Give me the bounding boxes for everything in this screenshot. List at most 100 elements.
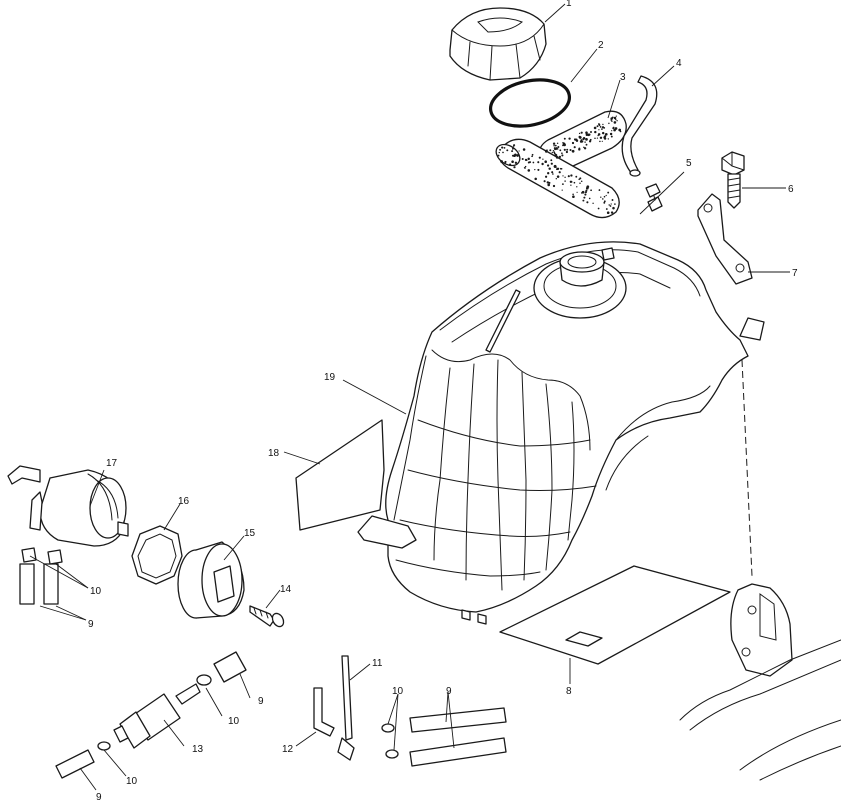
foam-texture [497, 115, 622, 214]
foam-speck [584, 193, 587, 196]
vent-check-valve [645, 183, 663, 212]
foam-speck [527, 157, 530, 161]
foam-speck [605, 194, 607, 197]
foam-speck [601, 128, 603, 130]
foam-speck [584, 191, 587, 194]
foam-speck [576, 191, 578, 193]
foam-speck [592, 202, 594, 205]
callout-9-left: 9 [88, 619, 94, 630]
callout-18: 18 [268, 448, 280, 459]
fuel-tank [357, 241, 765, 625]
foam-speck [613, 116, 617, 120]
foam-speck [506, 149, 509, 152]
foam-speck [603, 200, 606, 203]
foam-speck [578, 178, 580, 181]
foam-speck [611, 130, 613, 132]
foam-speck [599, 126, 602, 128]
foam-speck [572, 195, 575, 198]
foam-speck [553, 164, 557, 168]
foam-speck [511, 154, 514, 157]
foam-speck [553, 152, 556, 154]
foam-speck [518, 150, 520, 152]
foam-speck [578, 147, 581, 150]
callout-10-bottom: 10 [126, 776, 138, 787]
foam-speck [582, 199, 585, 202]
foam-speck [571, 149, 575, 153]
foam-speck [583, 147, 587, 150]
foam-speck [532, 161, 535, 164]
foam-speck [559, 167, 562, 170]
callout-5: 5 [686, 158, 692, 169]
foam-speck [501, 146, 504, 149]
foam-speck [504, 162, 506, 164]
foam-speck [605, 208, 608, 210]
foam-speck [557, 146, 560, 148]
foam-speck [521, 157, 524, 161]
foam-speck [538, 156, 541, 159]
foam-speck [541, 162, 544, 166]
foam-speck [524, 165, 527, 168]
foam-speck [598, 129, 600, 131]
foam-speck [598, 189, 601, 191]
mounting-bolt [721, 151, 745, 209]
foam-speck [613, 121, 617, 124]
callout-13: 13 [192, 744, 204, 755]
foam-speck [547, 172, 550, 175]
foam-speck [537, 161, 540, 164]
foam-speck [548, 167, 551, 170]
foam-speck [596, 137, 599, 139]
foam-speck [522, 148, 526, 151]
fuel-cap [449, 7, 547, 81]
foam-speck [580, 131, 583, 134]
callout-9-bottom: 9 [96, 792, 102, 800]
foam-speck [503, 147, 506, 149]
foam-speck [603, 195, 606, 198]
foam-speck [584, 141, 586, 143]
foam-speck [555, 156, 559, 159]
leader-lines [29, 3, 790, 791]
foam-speck [599, 136, 603, 139]
foam-speck [561, 189, 563, 191]
foam-speck [558, 155, 562, 159]
callout-4: 4 [676, 58, 682, 69]
foam-speck [564, 180, 566, 182]
foam-speck [581, 140, 584, 143]
foam-speck [573, 138, 577, 141]
foam-speck [585, 131, 588, 134]
foam-speck [594, 137, 596, 139]
foam-speck [582, 137, 586, 140]
callout-3: 3 [620, 72, 626, 83]
foam-speck [511, 160, 514, 163]
foam-speck [502, 151, 504, 154]
callout-12: 12 [282, 744, 294, 755]
foam-speck [564, 176, 566, 179]
foam-speck [544, 160, 547, 163]
foam-speck [552, 184, 556, 188]
foam-speck [608, 122, 610, 125]
foam-speck [573, 181, 576, 184]
foam-speck [601, 126, 605, 129]
foam-speck [500, 160, 503, 163]
foam-speck [534, 168, 536, 171]
foam-speck [516, 154, 519, 157]
foam-speck [614, 203, 616, 205]
foam-speck [567, 175, 570, 178]
foam-speck [597, 134, 599, 137]
callout-8: 8 [566, 686, 572, 697]
foam-speck [556, 175, 560, 178]
foam-speck [555, 147, 558, 150]
foam-speck [561, 154, 564, 157]
foam-speck [549, 149, 552, 152]
foam-speck [570, 174, 573, 177]
foam-speck [568, 137, 571, 140]
foam-speck [586, 201, 589, 204]
foam-speck [581, 190, 585, 194]
callout-16: 16 [178, 496, 190, 507]
callout-10-mid: 10 [228, 716, 240, 727]
foam-speck [585, 186, 589, 190]
foam-speck [618, 128, 622, 132]
foam-speck [562, 141, 564, 144]
foam-speck [571, 141, 575, 145]
foam-speck [609, 205, 612, 207]
foam-speck [614, 127, 618, 130]
